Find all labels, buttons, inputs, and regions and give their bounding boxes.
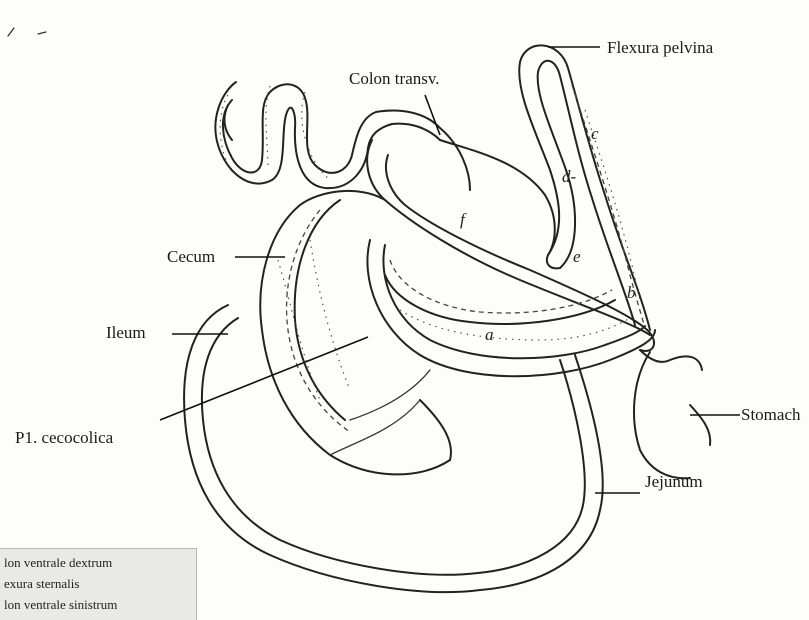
stomach [634, 350, 710, 478]
ileum-convolutions [215, 82, 392, 188]
legend-line-2: exura sternalis [4, 576, 79, 592]
jejunum-loop [184, 305, 603, 592]
segment-letter-d: d- [562, 167, 576, 187]
segment-letter-e: e [573, 247, 581, 267]
label-cecum: Cecum [167, 247, 215, 267]
leader-colon-transv [425, 95, 440, 135]
segment-letter-c: c [591, 124, 599, 144]
label-jejunum: Jejunum [645, 472, 703, 492]
cecum [260, 191, 451, 474]
label-ileum: Ileum [106, 323, 146, 343]
legend-line-3: lon ventrale sinistrum [4, 597, 117, 613]
label-colon-transv: Colon transv. [349, 69, 440, 89]
segment-letter-a: a [485, 325, 494, 345]
segment-letter-b: b [627, 283, 636, 303]
label-stomach: Stomach [741, 405, 801, 425]
label-pl-cecocolica: P1. cecocolica [15, 428, 113, 448]
colon-transverse [367, 111, 654, 351]
legend-box: lon ventrale dextrum exura sternalis lon… [0, 548, 197, 620]
legend-line-1: lon ventrale dextrum [4, 555, 112, 571]
label-flexura-pelvina: Flexura pelvina [607, 38, 713, 58]
corner-marks [8, 28, 46, 36]
segment-letter-f: f [460, 210, 465, 230]
